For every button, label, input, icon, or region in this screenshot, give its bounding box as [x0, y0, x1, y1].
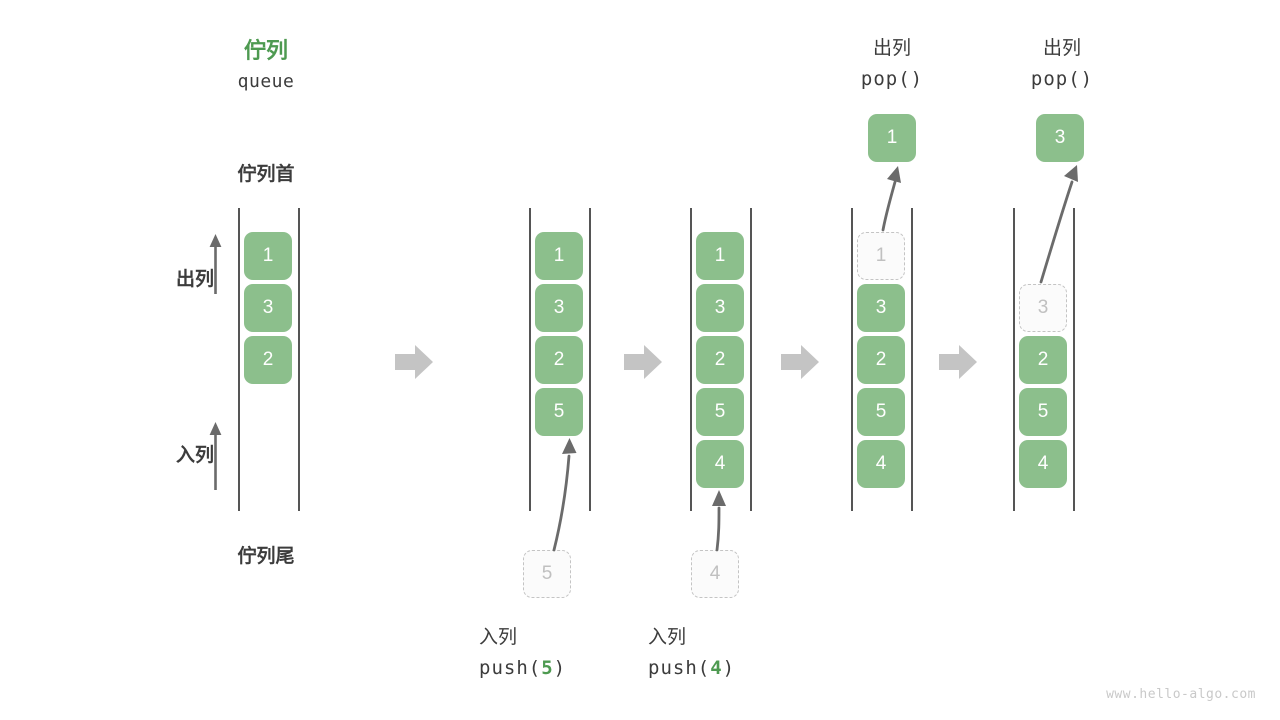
stage-pop-3-rail-left: [1013, 208, 1015, 511]
stage-push-5-insert-arrow: [552, 438, 577, 552]
push-4-prefix: push(: [648, 657, 711, 679]
diagram-title-en: queue: [237, 71, 295, 92]
stage-pop-1-item-0-ghost: 1: [857, 232, 905, 280]
stage-push-4-item-1: 3: [696, 284, 744, 332]
stage-push-4-ghost-box: 4: [691, 550, 739, 598]
stage-pop-3-popped-box: 3: [1036, 114, 1084, 162]
stage-push-4-item-0: 1: [696, 232, 744, 280]
stage-push-4-item-4: 4: [696, 440, 744, 488]
stage-initial-item-0: 1: [244, 232, 292, 280]
diagram-title-cn: 佇列: [243, 38, 288, 63]
stage-initial-item-1: 3: [244, 284, 292, 332]
push-5-suffix: ): [553, 657, 567, 679]
watermark: www.hello-algo.com: [1106, 687, 1256, 702]
stage-pop-1-item-3: 5: [857, 388, 905, 436]
stage-initial-rail-left: [238, 208, 240, 511]
enqueue-side-label: 入列: [175, 445, 214, 466]
step-arrow-2-icon: [624, 345, 662, 379]
dequeue-side-label: 出列: [175, 269, 214, 290]
stage-push-5-caption-cn: 入列: [479, 627, 518, 648]
stage-push-4-caption-cn: 入列: [648, 627, 687, 648]
stage-pop-1-caption-code: pop(): [860, 68, 924, 90]
push-5-prefix: push(: [479, 657, 542, 679]
stage-initial-item-2: 2: [244, 336, 292, 384]
push-4-arg: 4: [710, 657, 723, 679]
stage-initial-rail-right: [298, 208, 300, 511]
stage-push-4-insert-arrow: [712, 490, 726, 552]
stage-push-4-item-3: 5: [696, 388, 744, 436]
stage-push-4-caption-code: push(4): [648, 657, 848, 679]
stage-push-5-item-2: 2: [535, 336, 583, 384]
stage-pop-1-item-4: 4: [857, 440, 905, 488]
stage-pop-3-item-3: 5: [1019, 388, 1067, 436]
stage-pop-3-rail-right: [1073, 208, 1075, 511]
stage-pop-3-caption-code: pop(): [1030, 68, 1094, 90]
stage-pop-3-caption-cn: 出列: [1042, 38, 1081, 59]
stage-push-5-rail-right: [589, 208, 591, 511]
stage-push-4-rail-left: [690, 208, 692, 511]
stage-push-5-caption-code: push(5): [479, 657, 679, 679]
stage-pop-3-item-2: 2: [1019, 336, 1067, 384]
stage-pop-3-item-4: 4: [1019, 440, 1067, 488]
step-arrow-1-icon: [395, 345, 433, 379]
stage-pop-1-rail-left: [851, 208, 853, 511]
stage-push-4-rail-right: [750, 208, 752, 511]
step-arrow-3-icon: [781, 345, 819, 379]
stage-push-5-ghost-box: 5: [523, 550, 571, 598]
stage-push-5-rail-left: [529, 208, 531, 511]
stage-pop-1-item-1: 3: [857, 284, 905, 332]
stage-push-5-item-3: 5: [535, 388, 583, 436]
queue-tail-label: 佇列尾: [237, 546, 295, 567]
dequeue-direction-arrow: [209, 234, 222, 294]
push-5-arg: 5: [541, 657, 554, 679]
stage-pop-3-item-1-ghost: 3: [1019, 284, 1067, 332]
push-4-suffix: ): [722, 657, 736, 679]
stage-pop-1-caption-cn: 出列: [872, 38, 911, 59]
stage-push-4-item-2: 2: [696, 336, 744, 384]
stage-pop-1-remove-arrow: [881, 166, 901, 232]
stage-pop-1-item-2: 2: [857, 336, 905, 384]
enqueue-direction-arrow: [209, 422, 222, 490]
step-arrow-4-icon: [939, 345, 977, 379]
queue-head-label: 佇列首: [237, 164, 295, 185]
stage-push-5-item-1: 3: [535, 284, 583, 332]
stage-pop-1-rail-right: [911, 208, 913, 511]
stage-pop-1-popped-box: 1: [868, 114, 916, 162]
stage-pop-3-remove-arrow: [1039, 165, 1078, 284]
stage-push-5-item-0: 1: [535, 232, 583, 280]
